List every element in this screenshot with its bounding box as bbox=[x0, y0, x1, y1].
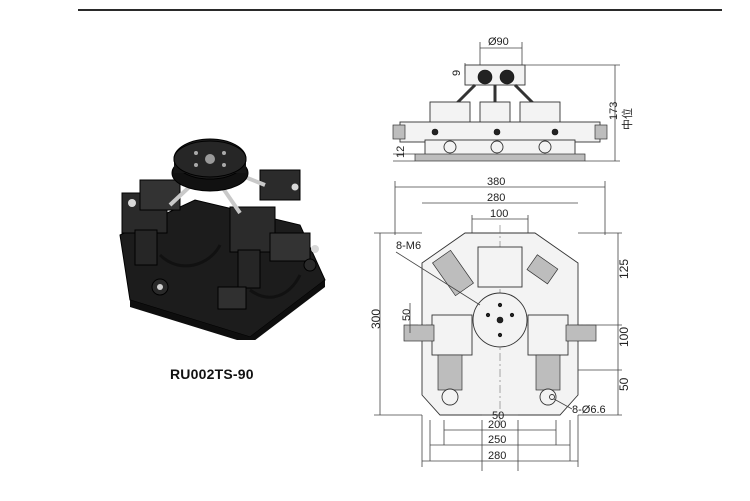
dim-right-100: 100 bbox=[617, 327, 631, 347]
dim-thread-note: 8-M6 bbox=[396, 240, 421, 252]
dim-base-thickness: 12 bbox=[395, 146, 407, 158]
dim-width-280-top: 280 bbox=[487, 192, 505, 204]
dim-right-125: 125 bbox=[617, 259, 631, 279]
dim-width-overall: 380 bbox=[487, 176, 505, 188]
dim-bottom-200: 200 bbox=[488, 419, 506, 431]
dim-total-height: 173 bbox=[608, 102, 620, 120]
dim-height-300: 300 bbox=[369, 309, 383, 329]
product-model-caption: RU002TS-90 bbox=[170, 366, 254, 382]
dim-right-50: 50 bbox=[617, 377, 631, 391]
dim-width-100: 100 bbox=[490, 208, 508, 220]
header-rule bbox=[78, 9, 722, 11]
side-view-drawing: Ø90 9 173 中位 12 bbox=[392, 36, 634, 162]
dim-total-height-note: 中位 bbox=[620, 108, 634, 130]
dim-bottom-280: 280 bbox=[488, 450, 506, 462]
top-view-drawing: 380 280 100 8-M6 300 50 125 100 50 bbox=[369, 176, 631, 471]
product-photo bbox=[119, 138, 326, 340]
dim-top-offset: 9 bbox=[451, 70, 463, 76]
dim-hole-note: 8-Ø6.6 bbox=[572, 404, 606, 416]
dim-bottom-250: 250 bbox=[488, 434, 506, 446]
dim-left-50: 50 bbox=[401, 309, 413, 321]
dim-bottom-50: 50 bbox=[492, 410, 504, 422]
dim-top-diameter: Ø90 bbox=[488, 36, 509, 48]
